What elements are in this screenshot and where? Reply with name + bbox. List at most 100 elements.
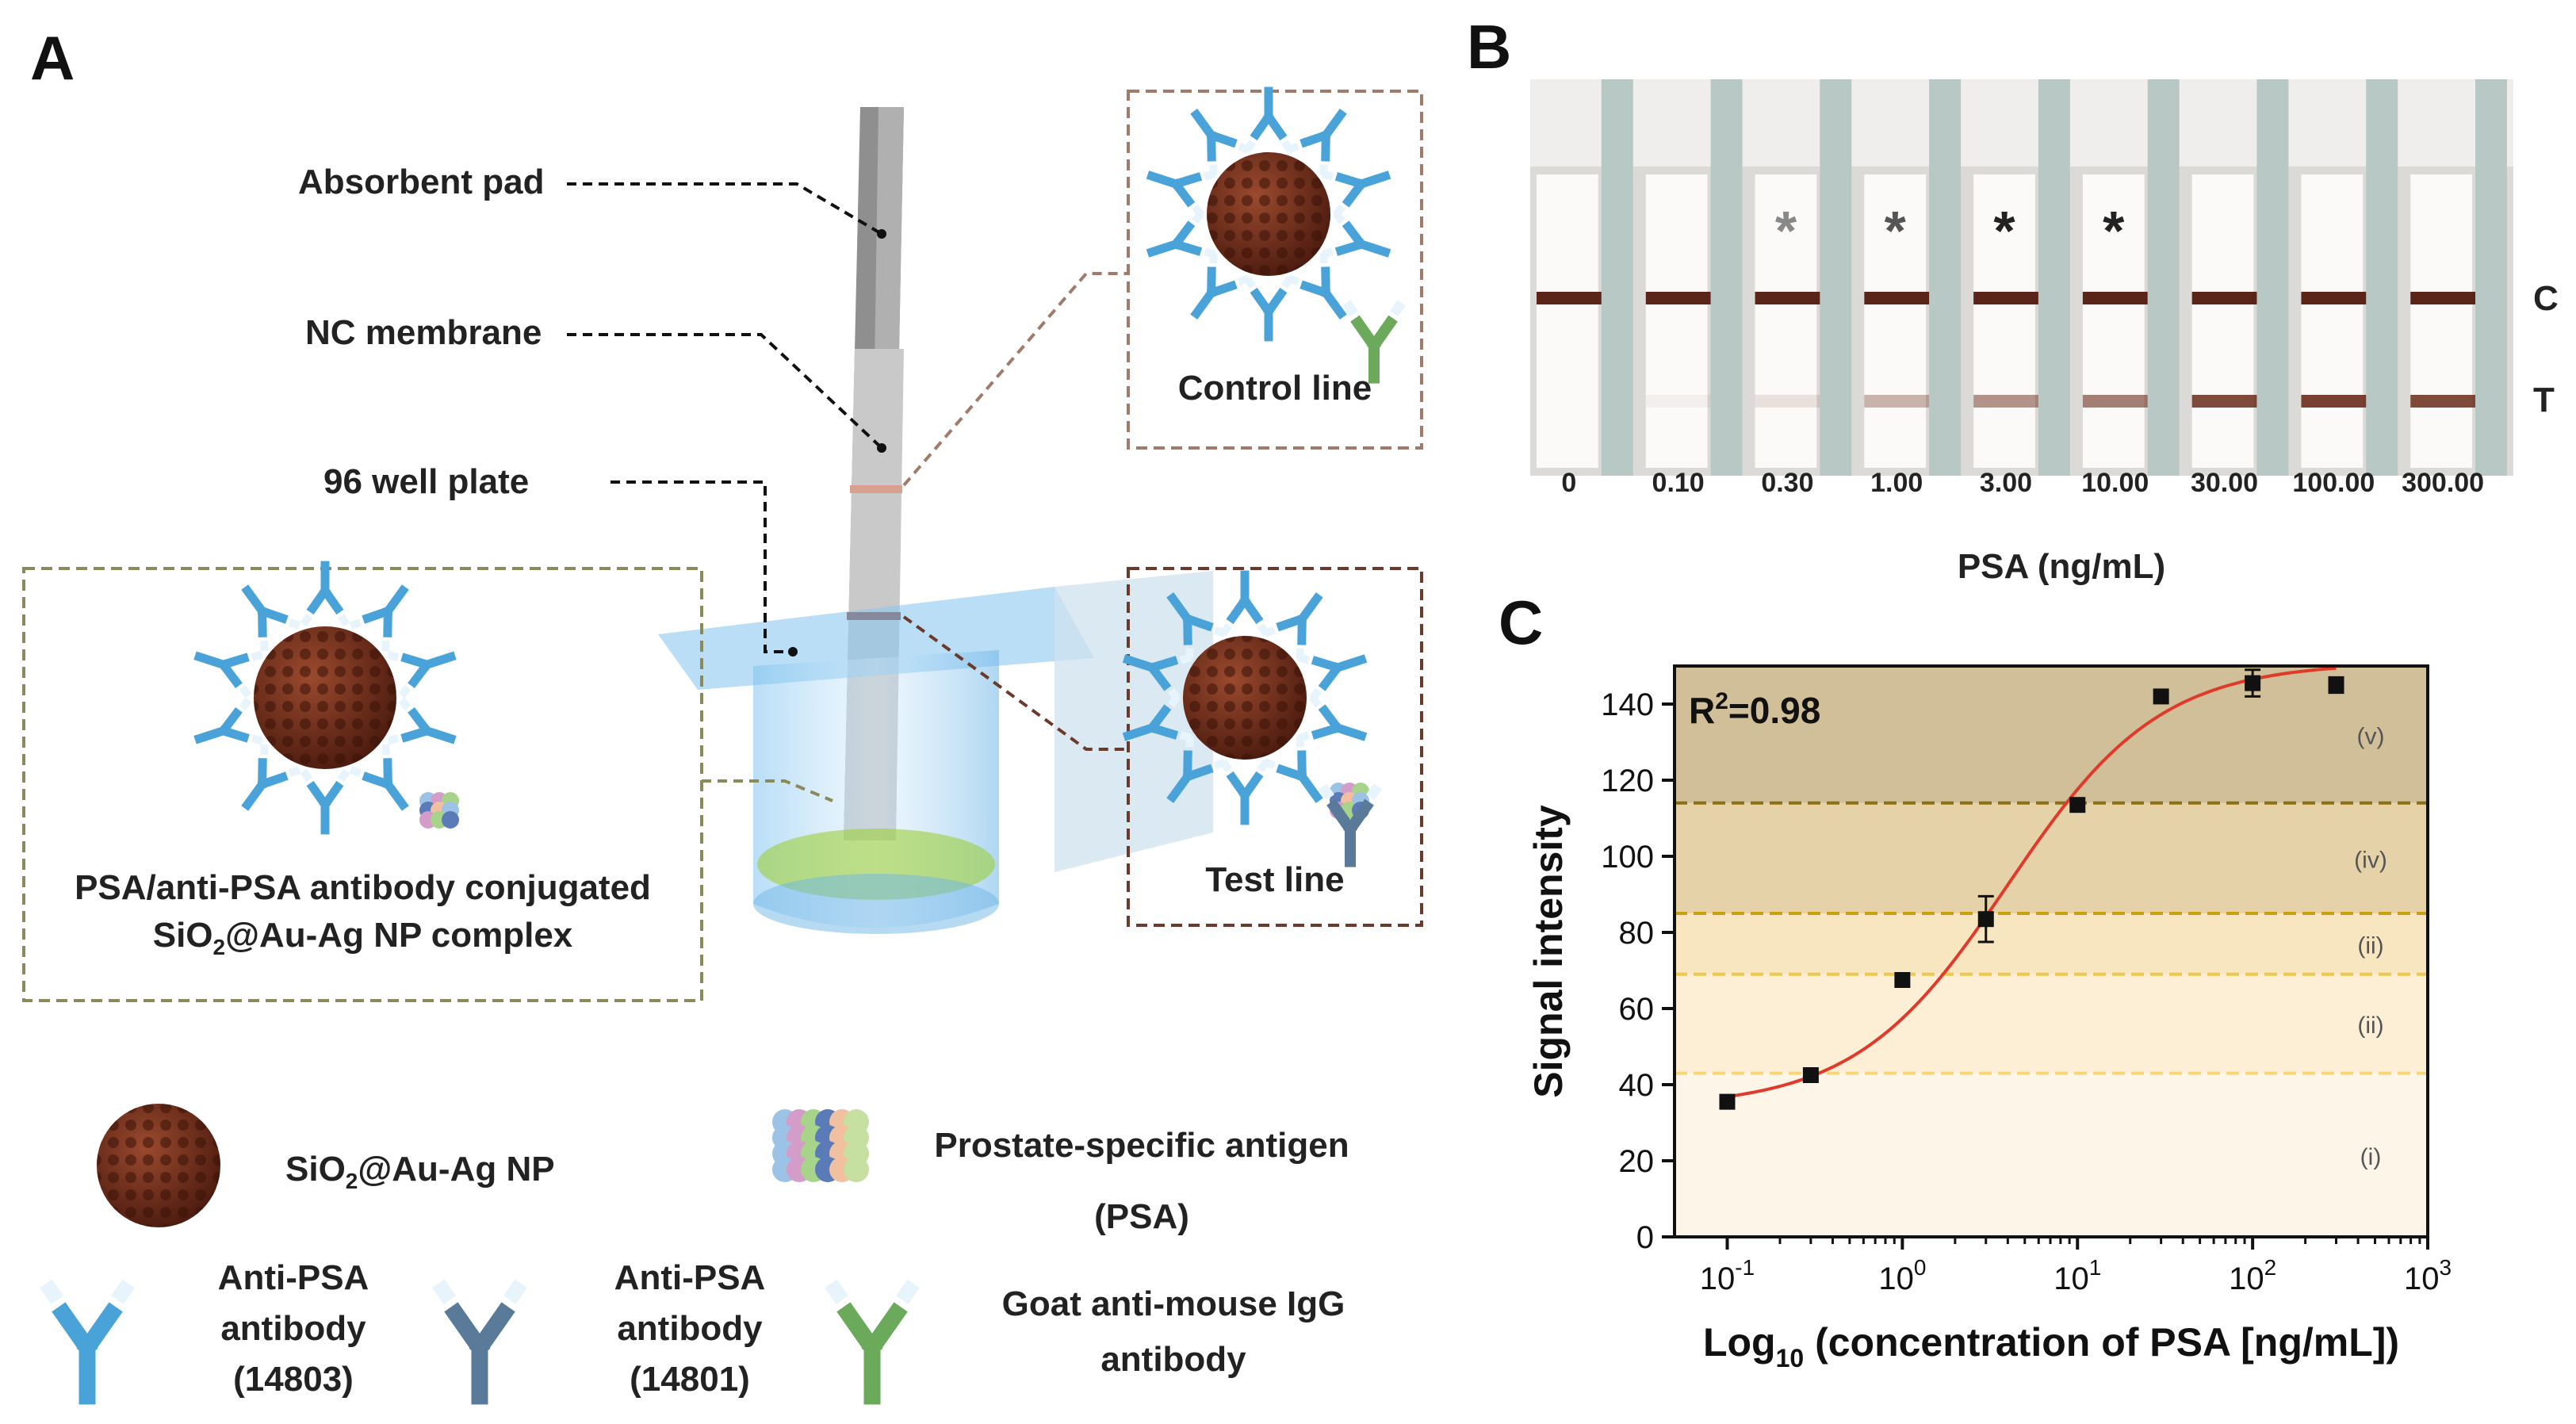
y-tick-label: 100 — [1601, 840, 1654, 875]
strip-cassette-divider — [1710, 79, 1743, 476]
concentration-label: 1.00 — [1870, 468, 1923, 498]
y-tick-label: 20 — [1619, 1144, 1655, 1179]
t-line-label: T — [2533, 381, 2555, 419]
data-point — [1894, 972, 1911, 988]
data-point — [1719, 1093, 1736, 1110]
signal-band — [1675, 913, 2428, 974]
strip-c-line — [1973, 292, 2038, 304]
strip-membrane — [2082, 174, 2145, 468]
strip-t-line — [2082, 395, 2148, 408]
concentration-label: 0.10 — [1652, 468, 1705, 498]
signal-band — [1675, 1073, 2428, 1237]
panel-c-letter: C — [1499, 588, 1544, 657]
complex-label: PSA/anti-PSA antibody conjugated SiO2@Au… — [24, 864, 702, 971]
strip-membrane — [1864, 174, 1927, 468]
band-label: (ii) — [2357, 1012, 2383, 1039]
panel-b-xlabel: PSA (ng/mL) — [1957, 547, 2166, 586]
legend-np-label: SiO2@Au-Ag NP — [285, 1150, 555, 1193]
strip-cassette-divider — [1820, 79, 1852, 476]
c-line-label: C — [2533, 279, 2559, 318]
strip-c-line — [2082, 292, 2148, 304]
control-line-box — [1127, 90, 1423, 450]
x-tick-label: 101 — [2054, 1255, 2101, 1296]
strip-t-line — [2301, 395, 2367, 408]
test-line-label: Test line — [1205, 860, 1345, 899]
absorbent-pad-label: Absorbent pad — [298, 163, 545, 201]
panel-a-letter: A — [30, 23, 75, 93]
strip-c-line — [2191, 292, 2257, 304]
data-point — [2328, 677, 2344, 693]
strip-c-line — [2410, 292, 2475, 304]
complex-box — [22, 567, 703, 1002]
signal-band — [1675, 666, 2428, 803]
strip-cassette-divider — [2366, 79, 2398, 476]
well-plate-label: 96 well plate — [323, 462, 530, 501]
r-squared-annotation: R2=0.98 — [1689, 688, 1820, 731]
band-label: (ii) — [2357, 932, 2383, 959]
concentration-label: 0 — [1561, 468, 1577, 498]
data-point — [2069, 797, 2086, 813]
y-tick-label: 140 — [1601, 687, 1654, 722]
y-axis-label: Signal intensity — [1526, 805, 1571, 1098]
strip-t-line — [2410, 395, 2475, 408]
concentration-label: 3.00 — [1979, 468, 2033, 498]
y-tick-label: 120 — [1601, 764, 1654, 798]
panel-b-letter: B — [1467, 12, 1512, 82]
band-label: (i) — [2360, 1144, 2382, 1170]
x-tick-label: 10-1 — [1700, 1255, 1755, 1296]
concentration-label: 30.00 — [2190, 468, 2259, 498]
signal-chart: (i) (ii) (ii) (iv) (v) 0 20 40 60 80 100 120 140 10-1… — [1526, 664, 2452, 1372]
concentration-label: 300.00 — [2402, 468, 2485, 498]
band-label: (v) — [2357, 723, 2385, 749]
strip-membrane — [1755, 174, 1817, 468]
strip-control-line — [850, 485, 902, 493]
data-point — [1977, 911, 1994, 928]
strip-cassette-divider — [1601, 79, 1633, 476]
y-tick-label: 60 — [1619, 992, 1655, 1027]
strip-membrane — [2410, 174, 2472, 468]
y-tick-label: 80 — [1619, 916, 1655, 951]
legend-psa-label: Prostate-specific antigen (PSA) — [934, 1126, 1349, 1236]
strip-c-line — [1537, 292, 1602, 304]
asterisk-marker: * — [1993, 200, 2015, 262]
data-point — [2153, 688, 2169, 705]
strip-cassette-divider — [2147, 79, 2180, 476]
asterisk-marker: * — [1775, 200, 1797, 262]
fit-curve — [1727, 666, 2337, 1099]
absorbent-region — [1530, 79, 2513, 167]
x-tick-label: 100 — [1878, 1255, 1926, 1296]
strip-t-line — [2191, 395, 2257, 408]
asterisk-marker: * — [2103, 200, 2125, 262]
nc-membrane-label: NC membrane — [305, 313, 542, 352]
y-tick-label: 0 — [1636, 1220, 1654, 1255]
strip-t-line — [1973, 395, 2038, 408]
strip-c-line — [1645, 292, 1711, 304]
concentration-label: 0.30 — [1761, 468, 1814, 498]
band-label: (iv) — [2354, 847, 2387, 873]
strip-membrane — [1537, 174, 1598, 468]
complex-label-line1: PSA/anti-PSA antibody conjugated — [75, 868, 651, 907]
strip-t-line — [1755, 395, 1820, 408]
leader-lines — [567, 182, 883, 653]
strip-cassette-divider — [2475, 79, 2507, 476]
control-line-label: Control line — [1177, 369, 1372, 408]
strip-c-line — [1864, 292, 1930, 304]
test-line-box — [1127, 567, 1423, 927]
strip-membrane — [2191, 174, 2254, 468]
strip-photo: **** — [1530, 79, 2513, 476]
strip-membrane — [1645, 174, 1708, 468]
concentration-label: 100.00 — [2292, 468, 2375, 498]
strip-cassette-divider — [1929, 79, 1962, 476]
y-tick-label: 40 — [1619, 1068, 1655, 1103]
strip-cassette-divider — [2256, 79, 2289, 476]
strip-membrane — [1973, 174, 2035, 468]
signal-band — [1675, 802, 2428, 913]
data-point — [2245, 675, 2261, 691]
complex-label-line2: SiO2@Au-Ag NP complex — [152, 916, 573, 959]
x-tick-label: 103 — [2404, 1255, 2452, 1296]
data-point — [1802, 1067, 1819, 1083]
x-tick-label: 102 — [2229, 1255, 2276, 1296]
